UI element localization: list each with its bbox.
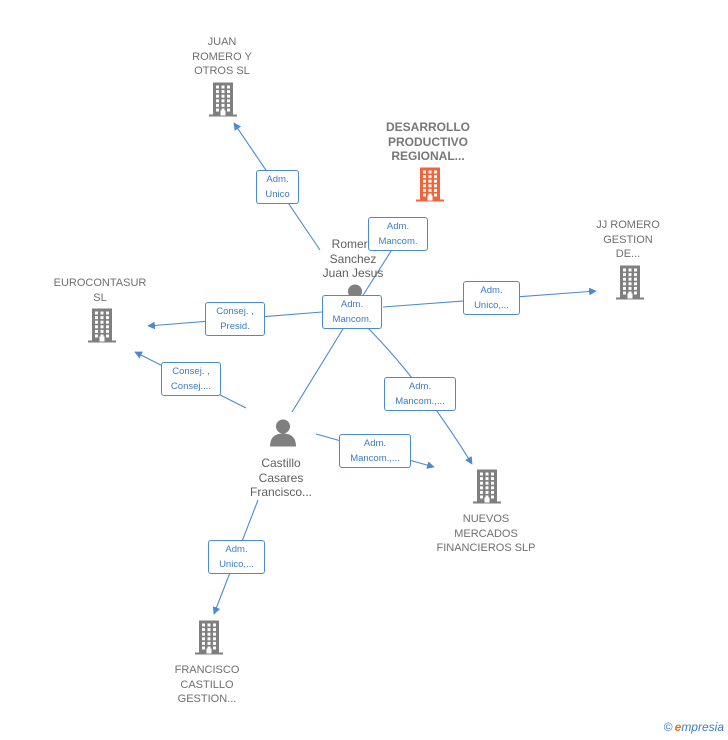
building-icon[interactable] <box>207 82 239 123</box>
node-label-eurocontasur[interactable]: EUROCONTASUR SL <box>53 277 147 304</box>
edge-label-adm-mancom[interactable]: Adm. Mancom. <box>368 217 428 251</box>
brand-logo-text: mpresia <box>681 720 724 734</box>
building-icon[interactable] <box>86 308 118 349</box>
node-label-desarrollo[interactable]: DESARROLLO PRODUCTIVO REGIONAL... <box>386 120 470 163</box>
edge-label-adm-mancom[interactable]: Adm. Mancom.,... <box>339 434 411 468</box>
building-icon[interactable] <box>614 265 646 306</box>
edge-label-consej-consej[interactable]: Consej. , Consej.... <box>161 362 221 396</box>
edge-line-castillo-to-romero <box>291 323 347 413</box>
node-label-juan-romero[interactable]: JUAN ROMERO Y OTROS SL <box>192 36 252 77</box>
person-icon[interactable] <box>268 418 298 453</box>
brand-logo-initial: e <box>674 720 682 734</box>
edge-label-adm-unico[interactable]: Adm. Unico <box>256 170 299 204</box>
edge-label-adm-mancom[interactable]: Adm. Mancom.,... <box>384 377 456 411</box>
node-label-jj-romero[interactable]: JJ ROMERO GESTION DE... <box>596 219 660 260</box>
edge-label-adm-unico[interactable]: Adm. Unico,... <box>208 540 265 574</box>
node-label-nuevos-mercados[interactable]: NUEVOS MERCADOS FINANCIEROS SLP <box>436 513 536 554</box>
node-label-romero-sanchez[interactable]: Romero Sanchez Juan Jesus <box>322 237 384 280</box>
building-icon[interactable] <box>193 620 225 661</box>
building-icon[interactable] <box>471 469 503 510</box>
edge-label-adm-unico[interactable]: Adm. Unico,... <box>463 281 520 315</box>
edge-label-consej-presid[interactable]: Consej. , Presid. <box>205 302 265 336</box>
node-label-castillo-casares[interactable]: Castillo Casares Francisco... <box>249 456 313 499</box>
node-label-francisco-castillo[interactable]: FRANCISCO CASTILLO GESTION... <box>174 664 240 705</box>
footer-brand: ©empresia <box>664 720 724 734</box>
copyright-symbol: © <box>663 720 673 734</box>
building-icon-focus[interactable] <box>414 167 446 208</box>
edge-label-adm-mancom[interactable]: Adm. Mancom. <box>322 295 382 329</box>
